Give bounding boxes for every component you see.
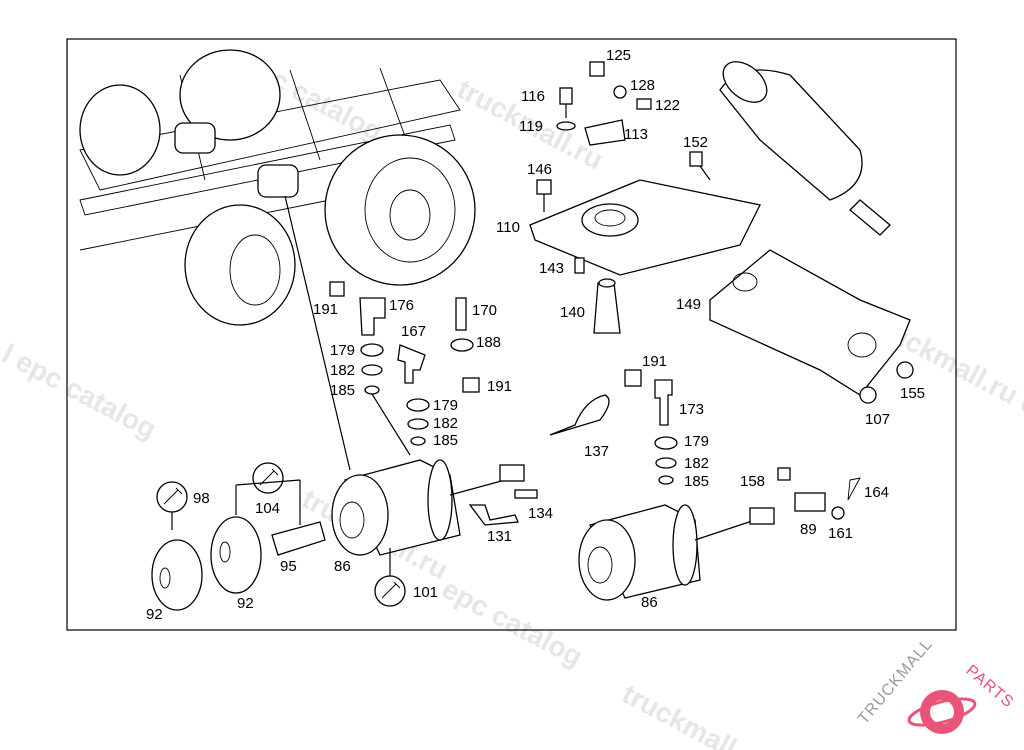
callout-185: 185 xyxy=(433,432,458,449)
callout-170: 170 xyxy=(472,302,497,319)
bracket-assembly-illustration xyxy=(529,61,914,404)
callout-179: 179 xyxy=(684,433,709,450)
callout-149: 149 xyxy=(676,296,701,313)
brake-chamber-right-illustration xyxy=(578,467,861,601)
callout-191: 191 xyxy=(487,378,512,395)
callout-161: 161 xyxy=(828,525,853,542)
callout-164: 164 xyxy=(864,484,889,501)
watermark-text: l epc catalog xyxy=(0,338,162,445)
callout-86: 86 xyxy=(641,594,658,611)
callout-137: 137 xyxy=(584,443,609,460)
callout-146: 146 xyxy=(527,161,552,178)
watermark-text: truckmall.ru xyxy=(617,678,773,750)
callout-179: 179 xyxy=(330,342,355,359)
callout-185: 185 xyxy=(684,473,709,490)
callout-155: 155 xyxy=(900,385,925,402)
brake-chamber-left-illustration xyxy=(151,459,538,611)
callout-92: 92 xyxy=(146,606,163,623)
callout-173: 173 xyxy=(679,401,704,418)
callout-89: 89 xyxy=(800,521,817,538)
callout-128: 128 xyxy=(630,77,655,94)
callout-182: 182 xyxy=(433,415,458,432)
callout-131: 131 xyxy=(487,528,512,545)
logo-brand-accent: PARTS xyxy=(962,662,1016,712)
diagram-frame xyxy=(66,38,957,631)
callout-116: 116 xyxy=(521,88,545,105)
callout-107: 107 xyxy=(865,411,890,428)
callout-182: 182 xyxy=(684,455,709,472)
callout-104: 104 xyxy=(255,500,280,517)
callout-167: 167 xyxy=(401,323,426,340)
callout-179: 179 xyxy=(433,397,458,414)
callout-labels: 125 116 128 122 119 113 152 146 110 143 … xyxy=(146,47,925,623)
callout-122: 122 xyxy=(655,97,680,114)
callout-95: 95 xyxy=(280,558,297,575)
callout-140: 140 xyxy=(560,304,585,321)
callout-152: 152 xyxy=(683,134,708,151)
callout-185: 185 xyxy=(330,382,355,399)
callout-191: 191 xyxy=(313,301,338,318)
truckmall-parts-logo: TRUCKMALL PARTS xyxy=(855,636,1017,734)
callout-125: 125 xyxy=(606,47,631,64)
callout-176: 176 xyxy=(389,297,414,314)
callout-92: 92 xyxy=(237,595,254,612)
callout-119: 119 xyxy=(519,118,543,135)
callout-101: 101 xyxy=(413,584,438,601)
callout-98: 98 xyxy=(193,490,210,507)
callout-134: 134 xyxy=(528,505,553,522)
callout-182: 182 xyxy=(330,362,355,379)
callout-86: 86 xyxy=(334,558,351,575)
callout-113: 113 xyxy=(624,126,648,143)
fittings-illustration xyxy=(329,281,678,485)
callout-110: 110 xyxy=(496,219,520,236)
callout-191: 191 xyxy=(642,353,667,370)
watermark-text: epc catalog xyxy=(437,573,588,673)
chassis-illustration xyxy=(79,49,476,471)
callout-188: 188 xyxy=(476,334,501,351)
callout-143: 143 xyxy=(539,260,564,277)
callout-158: 158 xyxy=(740,473,765,490)
